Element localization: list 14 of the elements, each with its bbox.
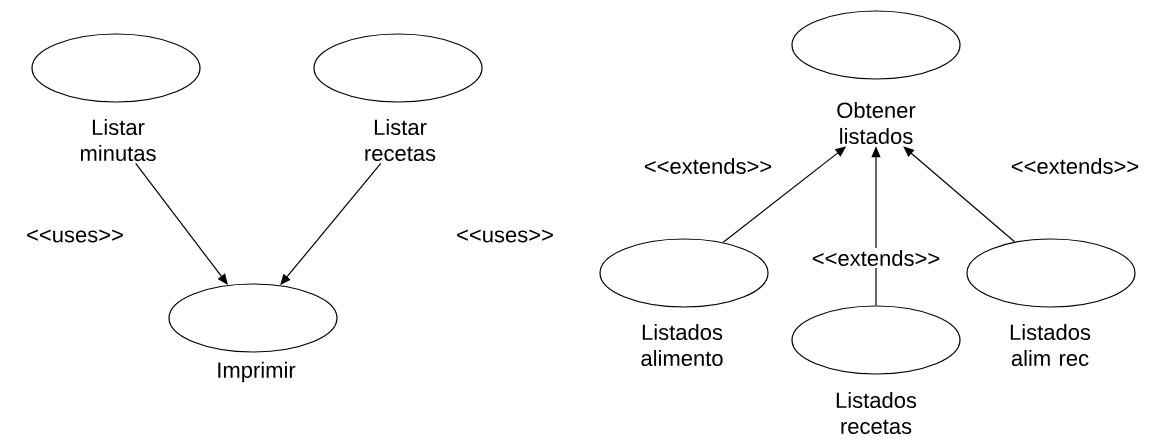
arrow [135,162,228,285]
use-case-label: Listados alim rec [1010,323,1091,367]
use-case-label: Imprimir [218,361,296,383]
use-case-label: Listados alimento [641,323,723,367]
use-case-label: Listados recetas [836,391,917,435]
edge-label: <<extends>> [641,155,775,177]
arrow [903,146,1016,243]
use-case-label: Obtener listados [837,101,916,145]
edge-label: <<uses>> [454,227,556,245]
use-case-label: Listar minutas [80,118,156,162]
edge-label: <<uses>> [24,227,126,245]
edge-label: <<extends>> [809,247,943,269]
edge-label: <<extends>> [1008,155,1142,177]
use-case-label: Listar recetas [365,118,436,162]
